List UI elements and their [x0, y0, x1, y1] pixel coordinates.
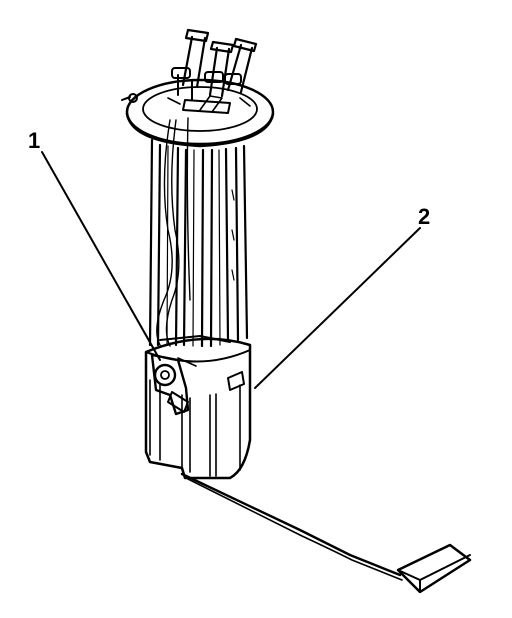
callout-1: 1 [28, 128, 161, 361]
guide-rods [148, 117, 249, 348]
float-arm [180, 472, 472, 594]
callout-1-leader-line [41, 151, 161, 361]
callout-2-leader-line [254, 227, 421, 389]
callout-2-label: 2 [418, 204, 430, 229]
fuel-level-sender [150, 353, 197, 416]
top-hoses [167, 28, 258, 114]
flange-plate [121, 78, 275, 148]
reservoir-body [144, 335, 252, 480]
callout-1-label: 1 [28, 128, 40, 153]
callout-2: 2 [254, 204, 430, 389]
